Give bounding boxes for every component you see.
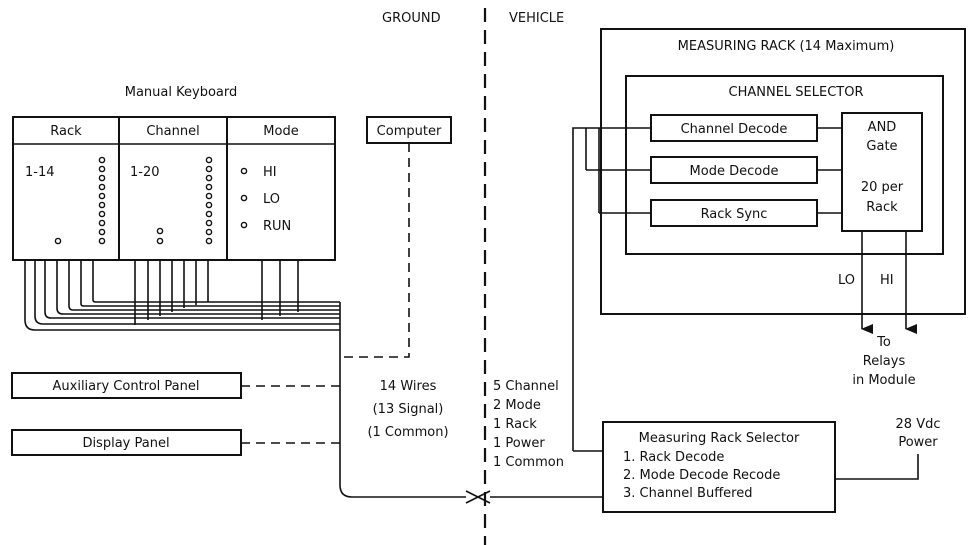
rack-selector-item3: 3. Channel Buffered <box>623 486 752 501</box>
decode-to-gate-wires <box>817 127 842 214</box>
rack-header: Rack <box>50 124 82 139</box>
mode-header: Mode <box>263 124 298 139</box>
vehicle-entry <box>477 490 491 504</box>
rack-selector-box <box>602 421 836 513</box>
channel-selector-label: CHANNEL SELECTOR <box>729 85 864 100</box>
ground-wires-1: 14 Wires <box>380 379 437 394</box>
relays-line1: To <box>876 335 891 350</box>
keyboard-title: Manual Keyboard <box>125 85 237 100</box>
and-gate-line1: AND <box>868 120 897 135</box>
keyboard-wire-bundle <box>24 260 466 498</box>
lo-label: LO <box>838 273 855 288</box>
hi-label: HI <box>880 273 894 288</box>
ground-wires-3: (1 Common) <box>367 425 448 440</box>
and-gate-line4: Rack <box>866 200 898 215</box>
and-gate-box <box>841 112 923 232</box>
relays-line2: Relays <box>863 354 906 369</box>
mode-hi: HI <box>263 165 277 180</box>
rack-range: 1-14 <box>25 165 55 180</box>
manual-keyboard <box>12 116 336 261</box>
ground-label: GROUND <box>382 11 441 26</box>
interface-arrow <box>465 490 480 504</box>
vehicle-wires-3: 1 Rack <box>493 417 537 432</box>
measuring-rack-box <box>600 28 966 315</box>
channel-decode-label: Channel Decode <box>681 122 788 137</box>
power-line1: 28 Vdc <box>896 417 941 432</box>
power-link <box>835 454 919 480</box>
and-gate-line3: 20 per <box>861 180 904 195</box>
computer-link <box>342 143 410 358</box>
vehicle-wires-2: 2 Mode <box>493 398 541 413</box>
channel-header: Channel <box>146 124 199 139</box>
mode-buttons <box>240 167 248 229</box>
ground-wires-2: (13 Signal) <box>373 402 444 417</box>
display-panel-label: Display Panel <box>82 436 169 451</box>
vehicle-wires-5: 1 Common <box>493 455 564 470</box>
rack-selector-item1: 1. Rack Decode <box>623 450 724 465</box>
channel-buttons <box>156 156 213 245</box>
rack-sync-label: Rack Sync <box>701 207 768 222</box>
vehicle-wires-1: 5 Channel <box>493 379 559 394</box>
computer-label: Computer <box>377 124 442 139</box>
vehicle-wires-4: 1 Power <box>493 436 545 451</box>
power-line2: Power <box>898 435 938 450</box>
mode-lo: LO <box>263 192 280 207</box>
vehicle-label: VEHICLE <box>509 11 564 26</box>
mode-decode-label: Mode Decode <box>690 164 779 179</box>
and-gate-line2: Gate <box>866 139 897 154</box>
rack-selector-title: Measuring Rack Selector <box>639 431 800 446</box>
mode-run: RUN <box>263 219 291 234</box>
rack-buttons <box>54 156 106 245</box>
measuring-rack-label: MEASURING RACK (14 Maximum) <box>678 39 895 54</box>
channel-selector-box <box>625 75 944 255</box>
decoder-bus <box>572 127 651 452</box>
relays-line3: in Module <box>852 373 915 388</box>
rack-selector-item2: 2. Mode Decode Recode <box>623 468 780 483</box>
auxiliary-panel-label: Auxiliary Control Panel <box>53 379 200 394</box>
channel-range: 1-20 <box>130 165 160 180</box>
